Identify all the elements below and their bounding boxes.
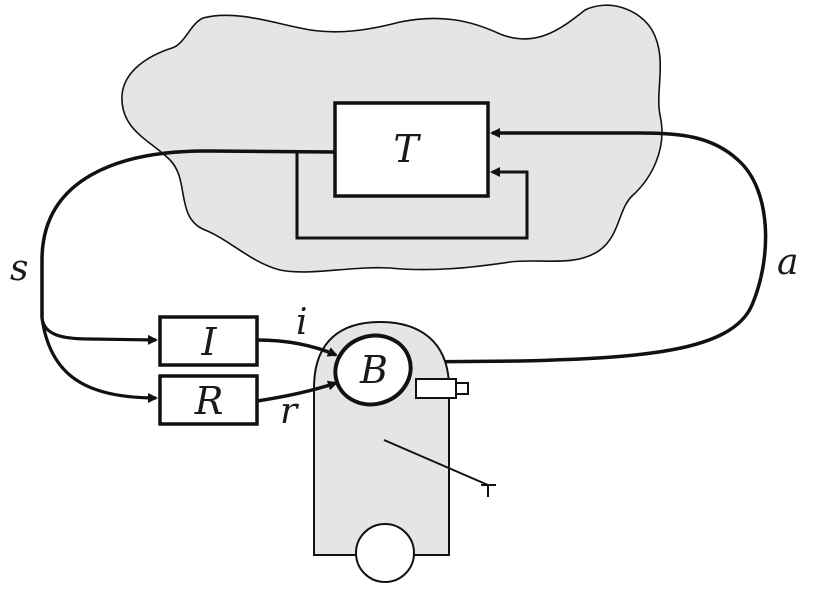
robot-camera: [415, 378, 457, 399]
reward-arrow: [256, 380, 338, 403]
sensation-to-interpreter-arrow: [40, 317, 158, 345]
interpreter-block-label: I: [200, 320, 217, 364]
task-block: [333, 101, 490, 198]
sensation-label: s: [10, 248, 28, 289]
reward-block: [158, 374, 259, 426]
reward-signal-label: r: [280, 391, 299, 432]
robot-camera-lens: [455, 382, 469, 395]
sensation-to-reward-arrow: [40, 317, 158, 403]
behaviour-ellipse-label: B: [359, 348, 388, 392]
input-label: i: [296, 302, 308, 343]
robot-wheel: [355, 523, 415, 583]
robot-arm: [383, 439, 489, 486]
task-block-label: T: [393, 127, 421, 171]
action-line: [407, 128, 768, 364]
sensation-line: [40, 149, 336, 318]
behaviour-ellipse: [333, 333, 413, 407]
interpreter-block: [158, 315, 259, 367]
input-arrow: [256, 338, 338, 357]
task-feedback-loop: [295, 152, 529, 240]
action-label: a: [777, 242, 798, 283]
reward-block-label: R: [194, 379, 224, 423]
